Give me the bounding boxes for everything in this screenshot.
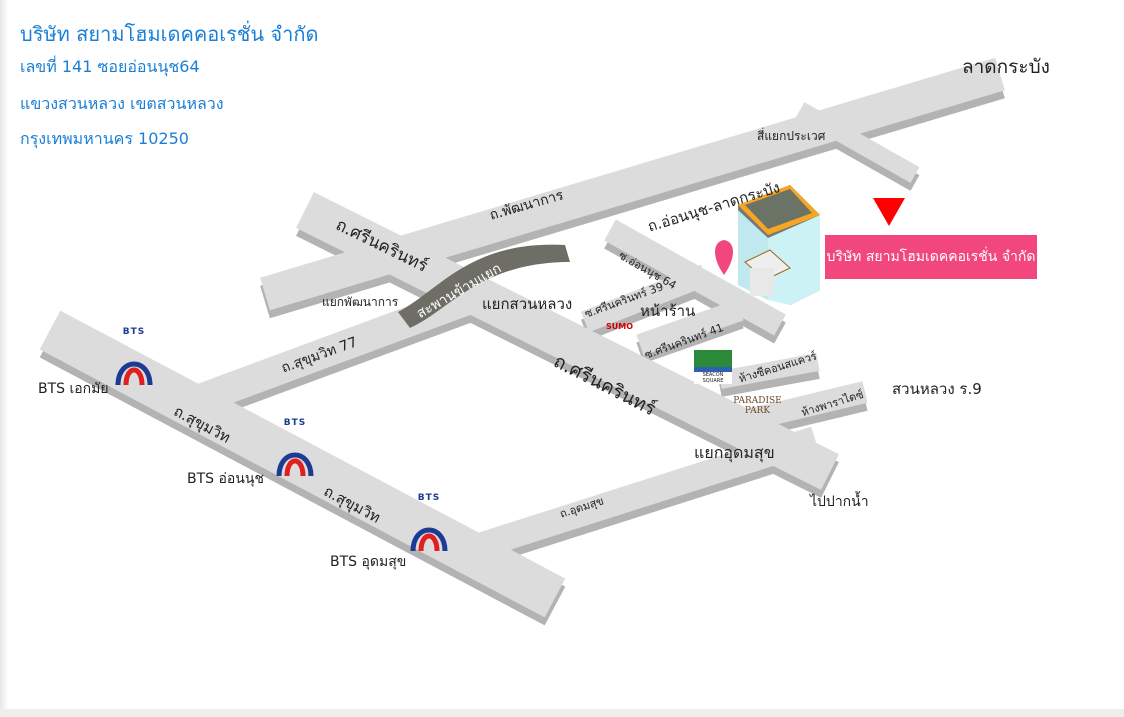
place-udomsuk-junction: แยกอุดมสุข xyxy=(694,443,775,462)
address-line2: แขวงสวนหลวง เขตสวนหลวง xyxy=(20,94,224,113)
arrow-down-icon xyxy=(873,198,905,226)
bts-icon xyxy=(115,361,153,386)
place-suanluang-junction: แยกสวนหลวง xyxy=(482,295,573,313)
bridge xyxy=(398,244,570,328)
road-seacon xyxy=(718,353,820,389)
address-line3: กรุงเทพมหานคร 10250 xyxy=(20,129,189,148)
bts-logo-onnut: BTS xyxy=(273,418,317,480)
company-name: บริษัท สยามโฮมเดคคอเรชั่น จำกัด xyxy=(20,22,319,46)
paradise-logo: PARADISE PARK xyxy=(733,396,782,416)
road-prawet xyxy=(795,102,920,183)
road-paradise xyxy=(737,381,868,433)
left-shadow xyxy=(0,0,8,717)
seacon-logo: SEACON SQUARE xyxy=(694,350,732,384)
bts-logo-udomsuk: BTS xyxy=(407,493,451,555)
place-pattanakarn-junction: แยกพัฒนาการ xyxy=(322,295,399,309)
bts-icon xyxy=(276,452,314,477)
address-line1: เลขที่ 141 ซอยอ่อนนุช64 xyxy=(20,57,200,76)
bts-logo-ekkamai: BTS xyxy=(112,327,156,389)
location-pin-icon xyxy=(715,240,733,275)
place-prawet-junction: สี่แยกประเวศ xyxy=(757,129,826,143)
place-latkrabang: ลาดกระบัง xyxy=(962,56,1050,78)
place-store-front: หน้าร้าน xyxy=(640,302,696,320)
road-soi39 xyxy=(580,264,710,333)
bts-ekkamai-label: BTS เอกมัย xyxy=(38,381,109,397)
sumo-logo: SUMO xyxy=(606,322,634,331)
bts-udomsuk-label: BTS อุดมสุข xyxy=(330,554,407,570)
bts-onnut-label: BTS อ่อนนุช xyxy=(187,471,264,487)
bottom-border xyxy=(0,709,1124,717)
place-suanluang-r9: สวนหลวง ร.9 xyxy=(892,380,982,398)
road-soi41 xyxy=(636,299,744,356)
place-to-paknam: ไปปากน้ำ xyxy=(810,494,869,510)
bts-icon xyxy=(410,527,448,552)
building-icon xyxy=(738,185,820,305)
destination-label[interactable]: บริษัท สยามโฮมเดคคอเรชั่น จำกัด xyxy=(825,235,1037,279)
road-udomsuk xyxy=(466,426,819,562)
